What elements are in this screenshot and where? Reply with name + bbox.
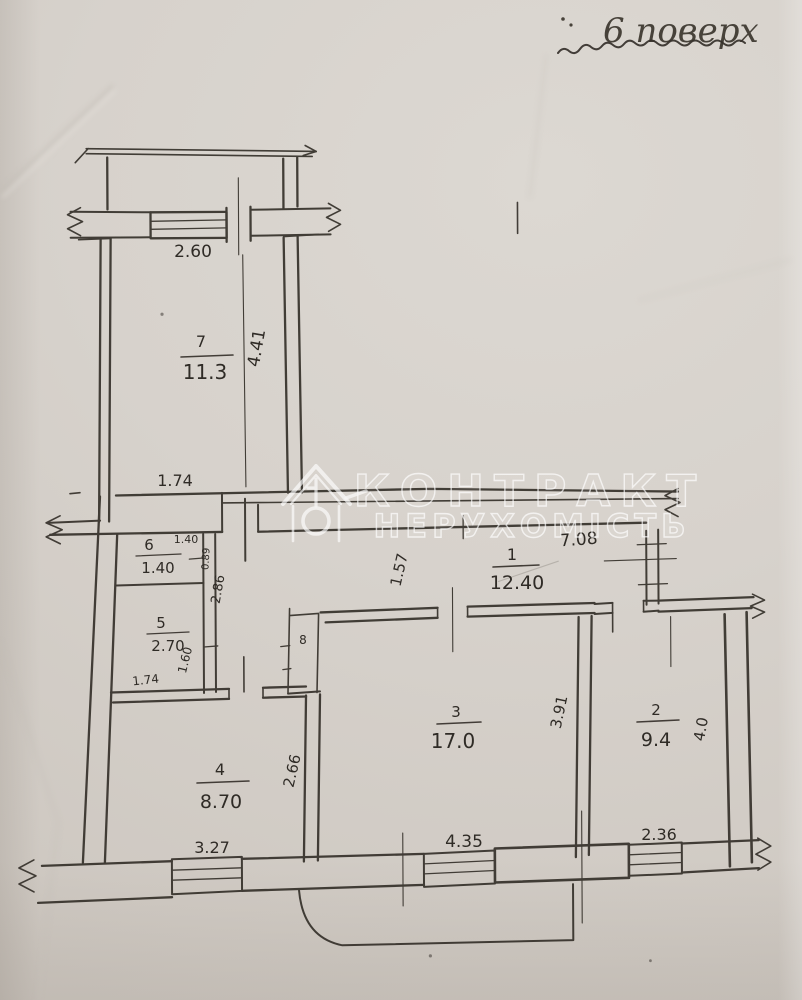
note-dot [561, 17, 565, 21]
room4-number: 4 [215, 760, 225, 779]
room7-number: 7 [196, 332, 206, 351]
dim-wc-door: 0.89 [200, 547, 212, 570]
room4-top-wall [109, 656, 308, 704]
room6-number: 6 [144, 536, 154, 554]
left-exterior-wall [81, 495, 119, 864]
dim-room3-window: 4.35 [445, 832, 483, 852]
room2-number: 2 [651, 701, 661, 719]
dim-room7-depth: 4.41 [244, 328, 270, 369]
plan-labels: 7 11.3 4.41 1.74 2.60 6 1.40 1.40 0.89 2… [132, 242, 712, 857]
ink-specks [160, 312, 652, 963]
room2-area: 9.4 [641, 729, 671, 751]
house-key-icon [281, 464, 368, 543]
room7-walls [77, 233, 320, 523]
room1-number: 1 [507, 545, 517, 564]
dim-room2-window: 2.36 [641, 825, 677, 844]
room2-right-wall [723, 610, 754, 868]
room4-area: 8.70 [200, 791, 242, 813]
dim-bath-width: 1.74 [132, 672, 160, 689]
room8-number: 8 [299, 633, 307, 647]
closet-walls [280, 607, 320, 694]
paper-creases [0, 54, 792, 1000]
wc-and-corridor-walls [115, 532, 219, 695]
balcony-top-walls [66, 144, 342, 256]
room1-area: 12.40 [490, 572, 544, 594]
floor-note: 6 поверх [557, 11, 759, 55]
room5-area: 2.70 [151, 637, 184, 655]
watermark-line2: НЕРУХОМІСТЬ [373, 507, 690, 545]
dim-room7-wall: 1.74 [157, 471, 193, 490]
dim-balcony-window: 2.60 [174, 242, 212, 262]
watermark-line1: КОНТРАКТ [354, 466, 707, 517]
dim-wc-width: 1.40 [174, 533, 199, 546]
balcony-bottom-outline [298, 883, 575, 947]
room7-area: 11.3 [183, 360, 228, 384]
dim-hall-left: 1.57 [387, 552, 412, 589]
dim-room3-side: 3.91 [547, 694, 572, 730]
plan-linework [18, 144, 772, 963]
room3-area: 17.0 [431, 729, 476, 753]
room6-area: 1.40 [141, 559, 174, 577]
dim-room4-side: 2.66 [280, 753, 305, 790]
dim-hall-width: 7.08 [559, 529, 598, 552]
bottom-wall-and-windows [18, 810, 772, 924]
entry-walls [593, 528, 766, 668]
note-dot [569, 23, 573, 27]
room3-walls [287, 614, 593, 863]
room3-number: 3 [451, 703, 461, 721]
floor-note-underline [557, 39, 746, 55]
dim-room4-window: 3.27 [194, 838, 230, 857]
dim-corridor-depth: 2.86 [209, 574, 229, 605]
watermark: КОНТРАКТ НЕРУХОМІСТЬ [281, 464, 707, 546]
dim-room2-side: 4.0 [690, 716, 712, 743]
hall-room3-wall [319, 560, 596, 653]
room5-number: 5 [156, 614, 166, 632]
dim-bath-depth: 1.60 [175, 645, 195, 674]
